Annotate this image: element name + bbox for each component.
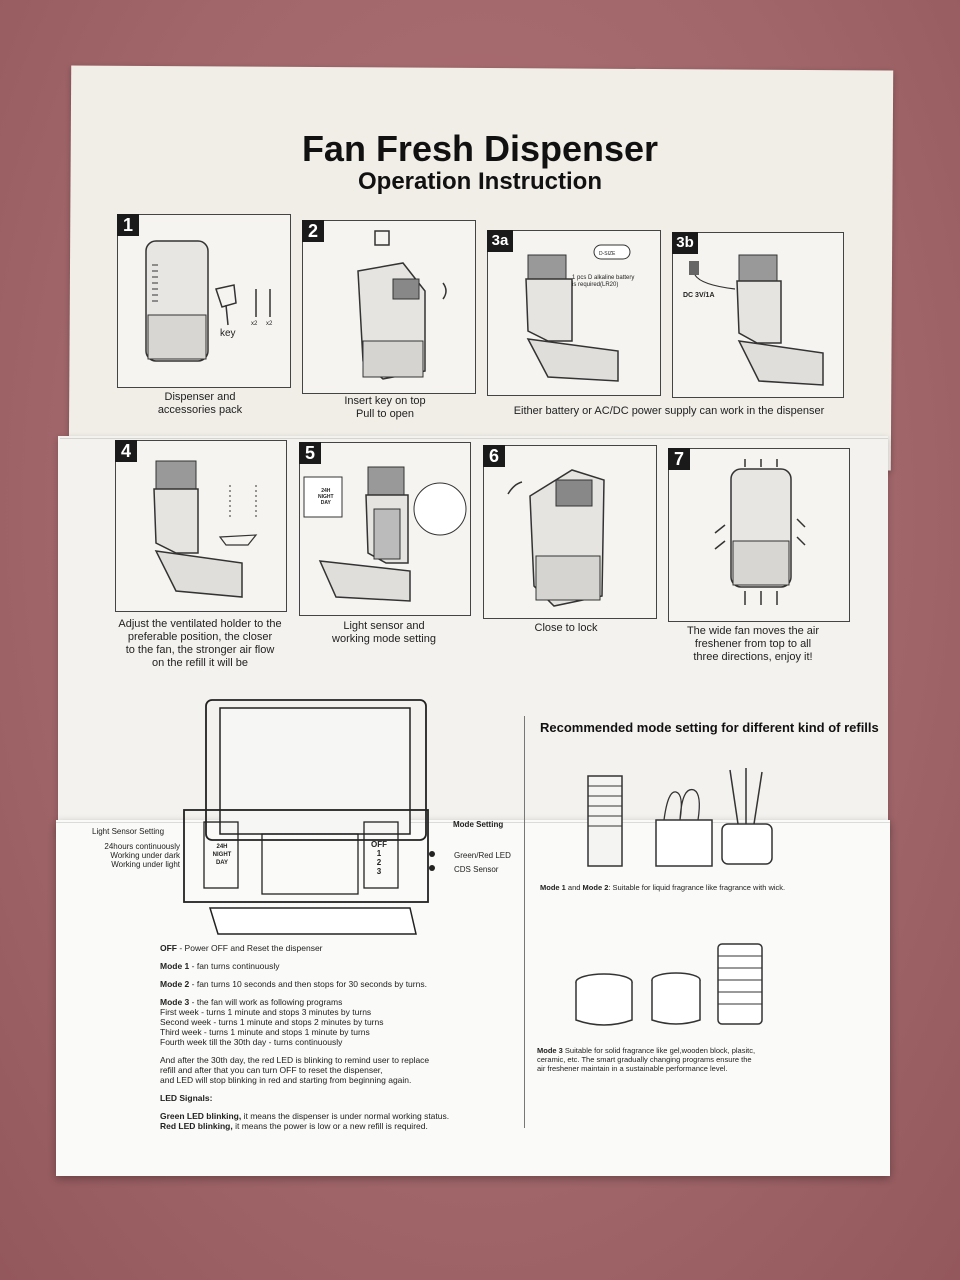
step-number: 4 (115, 440, 137, 462)
step-number: 3b (672, 232, 698, 254)
step-6-panel: 6 (483, 445, 657, 619)
open-dispenser-illustration (357, 230, 447, 380)
step-7-panel: 7 (668, 448, 850, 622)
step-4-panel: 4 (115, 440, 287, 612)
mode-setting-illustration (303, 466, 467, 602)
page-title: Fan Fresh Dispenser (301, 128, 659, 169)
fold-line (60, 438, 888, 439)
step-2-panel: 2 (302, 220, 476, 394)
power-spec-label: DC 3V/1A (683, 292, 715, 299)
recommended-title: Recommended mode setting for different k… (540, 720, 879, 735)
step-number: 3a (487, 230, 513, 252)
screw-count: x2 (251, 321, 258, 327)
battery-size-label: D-SIZE (599, 251, 616, 257)
light-sensor-setting-label: Light Sensor Setting (92, 827, 165, 836)
liquid-refills-illustration (587, 768, 773, 867)
control-panel-diagram (183, 699, 435, 935)
step-number: 7 (668, 448, 690, 470)
step-number: 5 (299, 442, 321, 464)
key-label: key (220, 328, 236, 339)
step-6-caption: Close to lock (534, 622, 598, 634)
cds-sensor-label: CDS Sensor (454, 865, 499, 874)
mode-1-2-recommendation: Mode 1 and Mode 2: Suitable for liquid f… (540, 883, 786, 892)
mode-descriptions: OFF - Power OFF and Reset the dispenser … (160, 943, 450, 1131)
led-label: Green/Red LED (454, 851, 511, 860)
airflow-illustration (714, 459, 806, 605)
holder-adjust-illustration (153, 460, 258, 598)
power-adapter-illustration (689, 254, 824, 386)
mode-setting-label: Mode Setting (453, 820, 504, 829)
mode-3-recommendation: Mode 3 Suitable for solid fragrance like… (537, 1046, 756, 1073)
dispenser-illustration (145, 240, 271, 362)
battery-install-illustration (525, 244, 631, 382)
close-dispenser-illustration (507, 469, 605, 607)
page-subtitle: Operation Instruction (357, 168, 602, 195)
indicator-labels: Green/Red LED CDS Sensor (454, 849, 511, 877)
section-divider (524, 716, 525, 1128)
step-number: 6 (483, 445, 505, 467)
power-caption: Either battery or AC/DC power supply can… (513, 405, 825, 417)
step-1-panel: 1 key x2 x2 (117, 214, 291, 388)
fold-line (56, 822, 890, 823)
solid-refills-illustration (575, 943, 763, 1026)
step-number: 2 (302, 220, 324, 242)
step-number: 1 (117, 214, 139, 236)
step-3b-panel: 3b DC 3V/1A (672, 232, 844, 398)
anchor-count: x2 (266, 321, 273, 327)
